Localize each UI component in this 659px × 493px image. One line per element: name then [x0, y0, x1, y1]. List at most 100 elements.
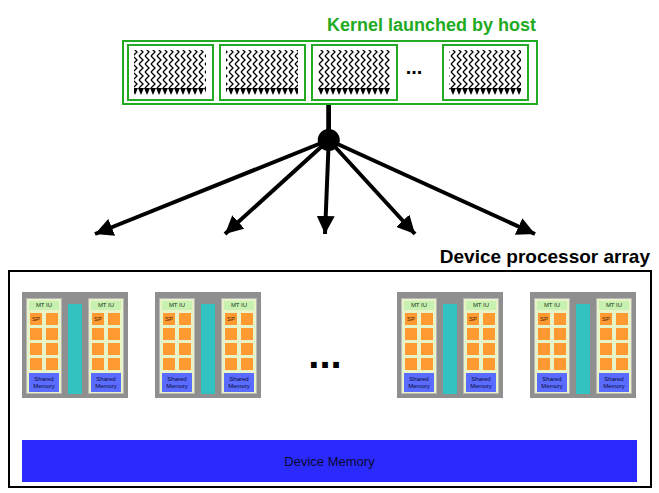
- sp-core: [163, 328, 175, 340]
- shared-memory-label: Shared Memory: [29, 376, 59, 390]
- sp-core: [163, 343, 175, 355]
- sp-core: SP: [92, 313, 104, 325]
- heading-label: Kernel launched by host: [327, 15, 536, 36]
- sp-core: SP: [467, 313, 479, 325]
- sp-core: [538, 343, 550, 355]
- processor-panel: MT IU SP Shared Memory: [26, 298, 62, 394]
- sp-core: [554, 343, 566, 355]
- processor-panel: MT IU SP Shared Memory: [88, 298, 124, 394]
- sp-core: [600, 343, 612, 355]
- shared-memory-box: Shared Memory: [404, 373, 434, 392]
- sp-core: [616, 313, 628, 325]
- launch-arrow: [95, 105, 329, 234]
- shared-memory-box: Shared Memory: [29, 373, 59, 392]
- processor-panel: MT IU SP Shared Memory: [534, 298, 570, 394]
- launch-arrow: [329, 105, 415, 234]
- ellipsis-label: ...: [394, 56, 434, 79]
- sp-core: SP: [405, 313, 417, 325]
- sp-core: [30, 358, 42, 370]
- sp-core: [421, 343, 433, 355]
- sp-core: [405, 343, 417, 355]
- sp-core: [554, 328, 566, 340]
- sp-core: [108, 343, 120, 355]
- shared-memory-label: Shared Memory: [466, 376, 496, 390]
- mtiu-label: MT IU: [91, 301, 121, 310]
- sp-core: [179, 343, 191, 355]
- sp-core: [179, 328, 191, 340]
- sp-label: SP: [538, 313, 550, 325]
- sp-core: [30, 328, 42, 340]
- sp-core: [92, 343, 104, 355]
- sp-label: SP: [30, 313, 42, 325]
- mtiu-label: MT IU: [29, 301, 59, 310]
- sp-core: [554, 358, 566, 370]
- multiprocessor: MT IU SP Shared Memory MT IU SP Shared Memory: [530, 292, 636, 398]
- sp-core: [405, 328, 417, 340]
- bar-label: Device Memory: [284, 454, 374, 469]
- sp-core: [46, 343, 58, 355]
- mtiu-label: MT IU: [537, 301, 567, 310]
- sp-core: [421, 313, 433, 325]
- sp-core: [241, 343, 253, 355]
- kernel-box: Kernel launched by host...: [122, 40, 538, 105]
- sp-core: [225, 328, 237, 340]
- sp-label: SP: [163, 313, 175, 325]
- shared-memory-label: Shared Memory: [91, 376, 121, 390]
- sp-label: SP: [225, 313, 237, 325]
- multiprocessor: MT IUSPShared MemoryMT IUSPShared Memory: [397, 292, 503, 398]
- sp-core: [241, 313, 253, 325]
- sp-core: [46, 328, 58, 340]
- instruction-column: [201, 304, 215, 394]
- sp-core: [616, 328, 628, 340]
- launch-arrow: [225, 105, 329, 234]
- mtiu-label: MT IU: [466, 301, 496, 310]
- processor-panel: MT IU SP Shared Memory: [159, 298, 195, 394]
- multiprocessor: MT IU SP Shared Memory MT IU SP Shared Memory: [155, 292, 261, 398]
- sp-core: SP: [30, 313, 42, 325]
- instruction-column: [443, 304, 457, 394]
- shared-memory-label: Shared Memory: [537, 376, 567, 390]
- ellipsis-label: ...: [290, 334, 360, 374]
- shared-memory-label: Shared Memory: [599, 376, 629, 390]
- sp-core: [616, 358, 628, 370]
- sp-core: [241, 328, 253, 340]
- mtiu-label: MT IU: [224, 301, 254, 310]
- shared-memory-box: Shared Memory: [599, 373, 629, 392]
- sp-core: [421, 358, 433, 370]
- sp-core: [163, 358, 175, 370]
- sp-core: [225, 358, 237, 370]
- sp-core: SP: [163, 313, 175, 325]
- sp-label: SP: [467, 313, 479, 325]
- processor-array-box: Device processor arrayDevice MemoryMT IU…: [8, 270, 652, 488]
- thread-block: [220, 45, 305, 100]
- sp-core: [483, 313, 495, 325]
- shared-memory-box: Shared Memory: [224, 373, 254, 392]
- sp-core: [92, 328, 104, 340]
- instruction-column: [576, 304, 590, 394]
- sp-core: [538, 328, 550, 340]
- thread-block: [312, 45, 397, 100]
- instruction-column: [68, 304, 82, 394]
- mtiu-label: MT IU: [599, 301, 629, 310]
- sp-core: [179, 358, 191, 370]
- sp-core: SP: [600, 313, 612, 325]
- processor-panel: MT IU SP Shared Memory: [221, 298, 257, 394]
- sp-core: [108, 328, 120, 340]
- sp-core: [179, 313, 191, 325]
- sp-label: SP: [92, 313, 104, 325]
- shared-memory-label: Shared Memory: [224, 376, 254, 390]
- sp-core: [92, 358, 104, 370]
- sp-core: [241, 358, 253, 370]
- sp-core: [483, 328, 495, 340]
- shared-memory-label: Shared Memory: [162, 376, 192, 390]
- shared-memory-box: Shared Memory: [91, 373, 121, 392]
- heading-label: Device processor array: [440, 246, 650, 268]
- multiprocessor: MT IU SP Shared Memory MT IU SP Shared Memory: [22, 292, 128, 398]
- sp-core: [421, 328, 433, 340]
- sp-core: SP: [538, 313, 550, 325]
- device-memory-bar: Device Memory: [22, 440, 637, 482]
- launch-arrow: [329, 105, 535, 234]
- mtiu-label: MT IU: [162, 301, 192, 310]
- sp-core: [46, 313, 58, 325]
- shared-memory-box: Shared Memory: [162, 373, 192, 392]
